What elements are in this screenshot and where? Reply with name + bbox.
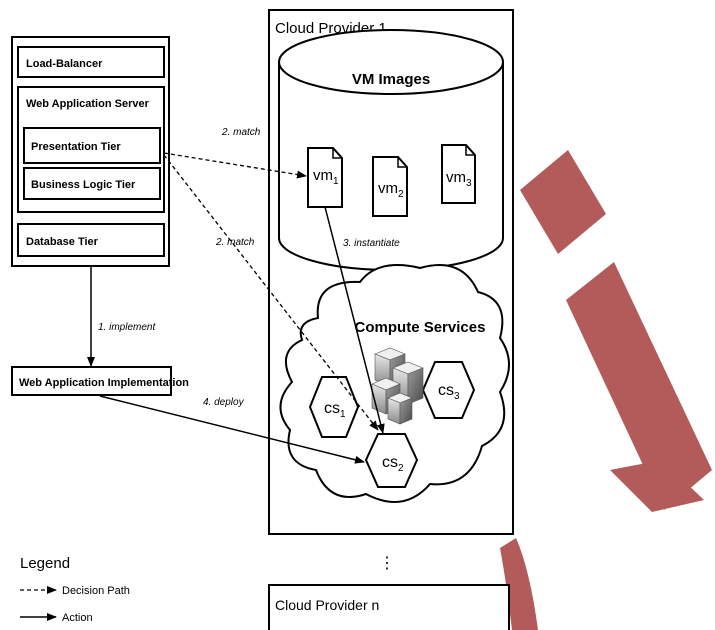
match-arrow-vm bbox=[163, 152, 307, 179]
legend: Legend Decision Path Action bbox=[20, 555, 130, 624]
match-label-1: 2. match bbox=[221, 127, 261, 138]
hexagon-icon bbox=[308, 376, 360, 438]
svg-text:cs2: cs2 bbox=[382, 454, 404, 474]
document-icon bbox=[307, 147, 343, 208]
document-icon bbox=[441, 144, 476, 204]
svg-text:vm1: vm1 bbox=[313, 167, 339, 187]
load-balancer-label: Load-Balancer bbox=[26, 58, 103, 70]
svg-text:cs3: cs3 bbox=[438, 382, 460, 402]
match-arrow-cs bbox=[163, 154, 379, 431]
instantiate-label: 3. instantiate bbox=[343, 238, 400, 249]
legend-title: Legend bbox=[20, 555, 70, 572]
vm-3-label: vm bbox=[446, 169, 466, 186]
cloud-provider-n-title: Cloud Provider n bbox=[275, 597, 379, 613]
cloud-provider-n-frame bbox=[268, 584, 510, 630]
legend-decision-path-label: Decision Path bbox=[62, 585, 130, 597]
arrows bbox=[87, 152, 385, 464]
vm-image-3: vm3 bbox=[441, 144, 476, 204]
deploy-label: 4. deploy bbox=[203, 397, 245, 408]
presentation-tier-box bbox=[23, 127, 161, 164]
web-app-implementation-label: Web Application Implementation bbox=[19, 377, 189, 389]
hexagon-icon bbox=[364, 433, 419, 488]
cs-3-label: cs bbox=[438, 382, 454, 399]
cs-1-label: cs bbox=[324, 400, 340, 417]
application-stack: Load-Balancer Web Application Server Pre… bbox=[11, 36, 170, 267]
deploy-arrow bbox=[99, 395, 365, 464]
web-app-implementation-box bbox=[11, 366, 172, 396]
compute-service-1: cs1 bbox=[308, 376, 360, 438]
load-balancer-box bbox=[17, 46, 165, 78]
watermark-logo bbox=[500, 150, 712, 630]
cs-2-label: cs bbox=[382, 454, 398, 471]
database-tier-box bbox=[17, 223, 165, 257]
server-cubes-icon bbox=[371, 347, 424, 425]
svg-text:vm2: vm2 bbox=[378, 180, 404, 200]
instantiate-arrow bbox=[324, 206, 385, 434]
cs-2-subscript: 2 bbox=[398, 463, 404, 474]
vm-3-subscript: 3 bbox=[466, 178, 472, 189]
business-logic-tier-label: Business Logic Tier bbox=[31, 179, 136, 191]
vm-image-2: vm2 bbox=[372, 156, 408, 217]
vm-1-label: vm bbox=[313, 167, 333, 184]
vm-2-label: vm bbox=[378, 180, 398, 197]
vm-1-subscript: 1 bbox=[333, 176, 339, 187]
compute-service-2: cs2 bbox=[364, 433, 419, 488]
svg-text:cs1: cs1 bbox=[324, 400, 346, 420]
database-tier-label: Database Tier bbox=[26, 236, 99, 248]
web-app-server-label: Web Application Server bbox=[26, 98, 150, 110]
svg-text:vm3: vm3 bbox=[446, 169, 472, 189]
presentation-tier-label: Presentation Tier bbox=[31, 141, 121, 153]
implement-label: 1. implement bbox=[98, 322, 156, 333]
cs-1-subscript: 1 bbox=[340, 409, 346, 420]
vm-2-subscript: 2 bbox=[398, 189, 404, 200]
cs-3-subscript: 3 bbox=[454, 391, 460, 402]
match-label-2: 2. match bbox=[215, 237, 255, 248]
document-icon bbox=[372, 156, 408, 217]
vm-images-label: VM Images bbox=[352, 71, 430, 88]
legend-action-label: Action bbox=[62, 612, 93, 624]
providers-ellipsis: ⋮ bbox=[379, 555, 395, 572]
compute-service-3: cs3 bbox=[421, 361, 476, 419]
business-logic-tier-box bbox=[23, 167, 161, 200]
compute-services-label: Compute Services bbox=[355, 319, 486, 336]
vm-image-1: vm1 bbox=[307, 147, 343, 208]
